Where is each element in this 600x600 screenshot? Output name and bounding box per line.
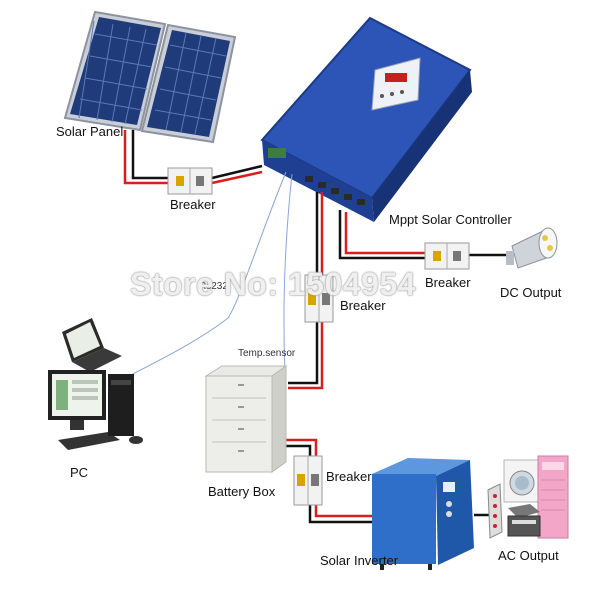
signal-wires bbox=[124, 171, 293, 379]
breaker-dc-label: Breaker bbox=[425, 275, 471, 290]
breaker-dc bbox=[424, 242, 470, 270]
power-wires bbox=[123, 130, 512, 524]
store-watermark: Store No: 1504954 bbox=[130, 266, 416, 302]
breaker-top-label: Breaker bbox=[170, 197, 216, 212]
breaker-top bbox=[167, 167, 213, 195]
pc bbox=[48, 318, 143, 450]
breaker-battery-label: Breaker bbox=[326, 469, 372, 484]
dc-output-bulb bbox=[506, 227, 558, 269]
breaker-mid-label: Breaker bbox=[340, 298, 386, 313]
rs232-label: Rs232 bbox=[199, 281, 228, 292]
solar-panel bbox=[63, 10, 237, 144]
ac-output-appliances bbox=[487, 455, 569, 539]
controller-label: Mppt Solar Controller bbox=[389, 212, 512, 227]
breaker-battery bbox=[293, 455, 323, 506]
battery-box-label: Battery Box bbox=[208, 484, 276, 499]
solar-inverter-label: Solar Inverter bbox=[320, 553, 399, 568]
mppt-controller bbox=[260, 16, 472, 222]
temp-sensor-label: Temp.sensor bbox=[238, 348, 296, 359]
pc-label: PC bbox=[70, 465, 89, 480]
battery-box bbox=[204, 365, 288, 473]
breaker-mid bbox=[304, 274, 334, 323]
dc-output-label: DC Output bbox=[500, 285, 562, 300]
solar-inverter bbox=[372, 458, 474, 570]
ac-output-label: AC Output bbox=[498, 548, 559, 563]
solar-panel-label: Solar Panel bbox=[56, 124, 124, 139]
